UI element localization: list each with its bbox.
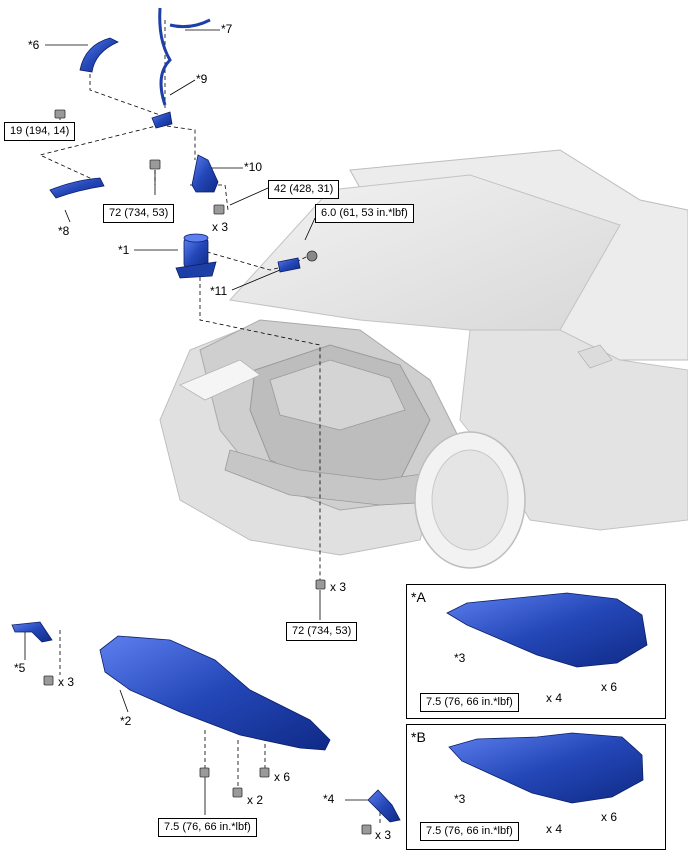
torque-6: 6.0 (61, 53 in.*lbf) xyxy=(315,204,414,223)
part-9-clip xyxy=(151,111,173,129)
label-part-4: *4 xyxy=(323,792,335,806)
qty-bolt-42: x 3 xyxy=(212,220,229,234)
label-part-6: *6 xyxy=(28,38,40,52)
part-7-harness xyxy=(158,7,211,106)
label-part-8: *8 xyxy=(58,224,70,238)
torque-72-bottom: 72 (734, 53) xyxy=(286,622,358,641)
label-part-2: *2 xyxy=(120,714,132,728)
label-part-1: *1 xyxy=(118,243,130,257)
torque-42: 42 (428, 31) xyxy=(268,180,340,199)
qty-part-4: x 3 xyxy=(375,828,392,842)
panel-b-tag: *B xyxy=(411,729,426,745)
qty-part-2-a: x 2 xyxy=(247,793,264,807)
part-1-engine-mount xyxy=(175,233,217,279)
part-3-undercover-a xyxy=(446,592,648,668)
label-part-5: *5 xyxy=(14,661,26,675)
part-10-bracket xyxy=(191,154,219,193)
label-part-10: *10 xyxy=(244,160,263,174)
label-part-11: *11 xyxy=(210,284,228,298)
label-part-7: *7 xyxy=(221,22,233,36)
qty-bolt-72: x 3 xyxy=(330,580,347,594)
nut-6 xyxy=(306,250,318,262)
label-part-3b: *3 xyxy=(454,792,466,806)
detail-panel-b: *B xyxy=(406,724,666,850)
torque-19: 19 (194, 14) xyxy=(4,122,76,141)
qty-panel-b-2: x 6 xyxy=(601,810,618,824)
qty-part-2-b: x 6 xyxy=(274,770,291,784)
label-part-3a: *3 xyxy=(454,651,466,665)
label-part-9: *9 xyxy=(196,72,208,86)
part-2-undercover xyxy=(99,635,331,751)
torque-75-a: 7.5 (76, 66 in.*lbf) xyxy=(420,693,519,712)
qty-part-5: x 3 xyxy=(58,675,75,689)
torque-75-main: 7.5 (76, 66 in.*lbf) xyxy=(158,818,257,837)
part-11-strap xyxy=(277,257,301,273)
part-6-hose xyxy=(79,37,119,73)
part-4-seal xyxy=(367,789,401,823)
qty-panel-b-1: x 4 xyxy=(546,822,563,836)
qty-panel-a-1: x 4 xyxy=(546,691,563,705)
torque-72-top: 72 (734, 53) xyxy=(103,204,175,223)
part-3-undercover-b xyxy=(448,732,644,804)
torque-75-b: 7.5 (76, 66 in.*lbf) xyxy=(420,822,519,841)
qty-panel-a-2: x 6 xyxy=(601,680,618,694)
vehicle-illustration xyxy=(159,149,688,569)
part-8-bracket xyxy=(49,177,105,199)
part-5-seal xyxy=(11,621,53,643)
panel-a-tag: *A xyxy=(411,589,426,605)
